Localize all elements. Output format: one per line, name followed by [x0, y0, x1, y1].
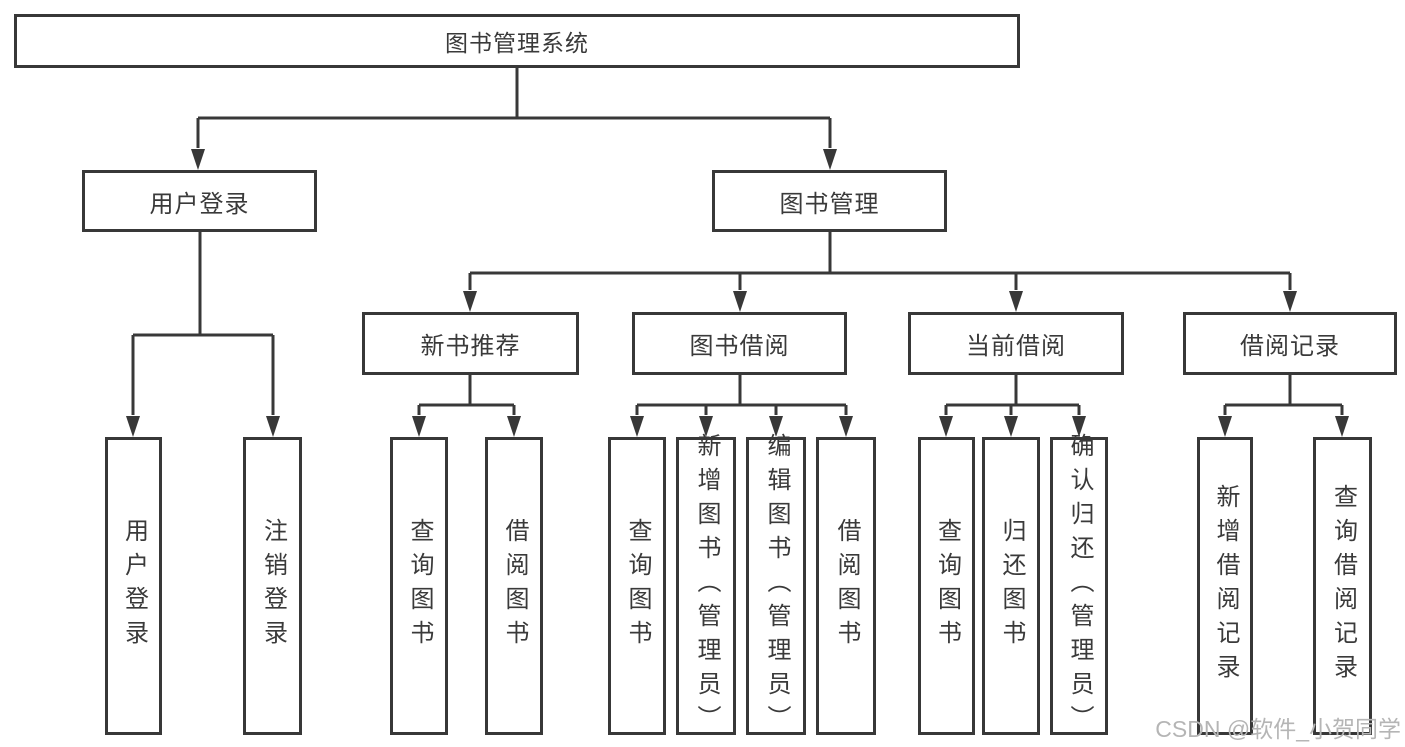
node-leaf-confirm-return-admin: 确认归还（管理员） [1050, 433, 1108, 739]
node-label: 查询借阅记录 [1329, 484, 1357, 688]
node-label: 查询图书 [406, 518, 433, 654]
node-label: 归还图书 [998, 518, 1025, 654]
node-leaf-user-login: 用户登录 [105, 437, 162, 735]
node-leaf-add-borrow-record: 新增借阅记录 [1197, 437, 1253, 735]
csdn-watermark: CSDN @软件_小贺同学 [1155, 716, 1401, 742]
node-label: 编辑图书（管理员） [763, 433, 790, 739]
node-label: 图书管理 [779, 190, 880, 218]
node-label: 新书推荐 [420, 333, 521, 360]
node-label: 查询图书 [624, 518, 651, 654]
node-leaf-add-book-admin: 新增图书（管理员） [676, 433, 736, 739]
node-label: 确认归还（管理员） [1066, 433, 1093, 739]
node-borrowing-records: 借阅记录 [1183, 312, 1397, 375]
node-leaf-query-books-current: 查询图书 [918, 437, 975, 735]
node-library-management-system: 图书管理系统 [14, 14, 1020, 68]
node-label: 新增借阅记录 [1212, 484, 1239, 688]
node-user-login: 用户登录 [82, 170, 317, 232]
node-label: 注销登录 [259, 518, 287, 654]
node-label: 查询图书 [933, 518, 961, 654]
node-leaf-query-books-borrow: 查询图书 [608, 437, 666, 735]
node-leaf-borrow-books-recommend: 借阅图书 [485, 437, 543, 735]
node-leaf-return-books: 归还图书 [982, 437, 1040, 735]
node-label: 用户登录 [149, 190, 250, 218]
node-label: 借阅记录 [1240, 333, 1340, 360]
node-book-management: 图书管理 [712, 170, 947, 232]
node-label: 借阅图书 [833, 518, 860, 654]
node-book-borrowing: 图书借阅 [632, 312, 847, 375]
node-leaf-logout: 注销登录 [243, 437, 302, 735]
node-current-borrowing: 当前借阅 [908, 312, 1124, 375]
node-leaf-query-books-recommend: 查询图书 [390, 437, 448, 735]
node-label: 新增图书（管理员） [693, 433, 720, 739]
node-label: 图书借阅 [689, 333, 790, 360]
node-new-book-recommend: 新书推荐 [362, 312, 579, 375]
node-leaf-query-borrow-record: 查询借阅记录 [1313, 437, 1372, 735]
node-label: 用户登录 [120, 518, 148, 654]
node-label: 图书管理系统 [445, 30, 589, 56]
node-leaf-borrow-books: 借阅图书 [816, 437, 876, 735]
node-label: 借阅图书 [501, 518, 528, 654]
node-leaf-edit-book-admin: 编辑图书（管理员） [746, 433, 806, 739]
node-label: 当前借阅 [966, 333, 1066, 360]
